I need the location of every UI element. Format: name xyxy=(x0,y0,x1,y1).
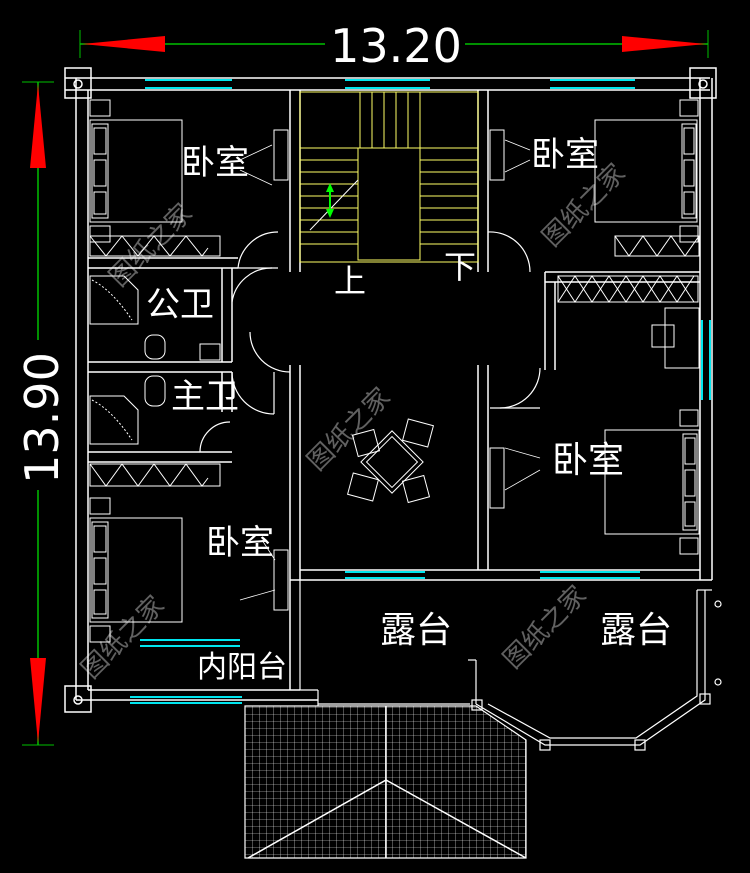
top-windows xyxy=(130,79,635,704)
terrace-east-label: 露台 xyxy=(600,610,672,651)
terrace-walls xyxy=(299,580,722,751)
leader-lines xyxy=(239,139,541,601)
room-labels: 卧室 卧室 卧室 卧室 公卫 主卫 露台 露台 内阳台 xyxy=(146,135,672,685)
terrace-center-label: 露台 xyxy=(380,610,452,651)
master-bath-label: 主卫 xyxy=(171,377,239,417)
watermark-5: 图纸之家 xyxy=(498,580,593,675)
depth-dimension: 13.90 xyxy=(15,81,69,746)
table-and-chairs xyxy=(346,418,435,504)
watermark-1: 图纸之家 xyxy=(104,198,199,293)
roof-tiles xyxy=(244,705,527,859)
shower-2 xyxy=(89,395,139,445)
right-arrow xyxy=(622,36,706,52)
width-label: 13.20 xyxy=(330,19,462,73)
up-arrow xyxy=(30,84,46,168)
bedroom-sw-label: 卧室 xyxy=(206,523,274,563)
inner-balcony-label: 内阳台 xyxy=(197,650,287,685)
furniture xyxy=(89,99,700,643)
bed-sw xyxy=(89,517,183,623)
outer-walls xyxy=(64,67,717,713)
hall-windows xyxy=(140,320,711,647)
watermarks: 图纸之家 图纸之家 图纸之家 图纸之家 图纸之家 xyxy=(76,158,632,685)
shower-1 xyxy=(89,275,139,325)
bed-nw xyxy=(89,119,183,223)
depth-label: 13.90 xyxy=(15,352,69,484)
watermark-3: 图纸之家 xyxy=(302,382,397,477)
stair-up-label: 上 xyxy=(334,262,366,300)
stair xyxy=(299,91,479,263)
door-swings xyxy=(199,231,541,453)
width-dimension: 13.20 xyxy=(79,19,709,73)
bed-e xyxy=(604,429,700,535)
bedroom-ne-label: 卧室 xyxy=(531,135,599,175)
bedroom-nw-label: 卧室 xyxy=(181,143,249,183)
public-bath-label: 公卫 xyxy=(146,285,214,325)
bed-ne xyxy=(594,119,698,223)
left-arrow xyxy=(82,36,165,52)
stair-down-label: 下 xyxy=(444,248,476,286)
bedroom-e-label: 卧室 xyxy=(552,440,624,481)
down-arrow xyxy=(30,658,46,743)
